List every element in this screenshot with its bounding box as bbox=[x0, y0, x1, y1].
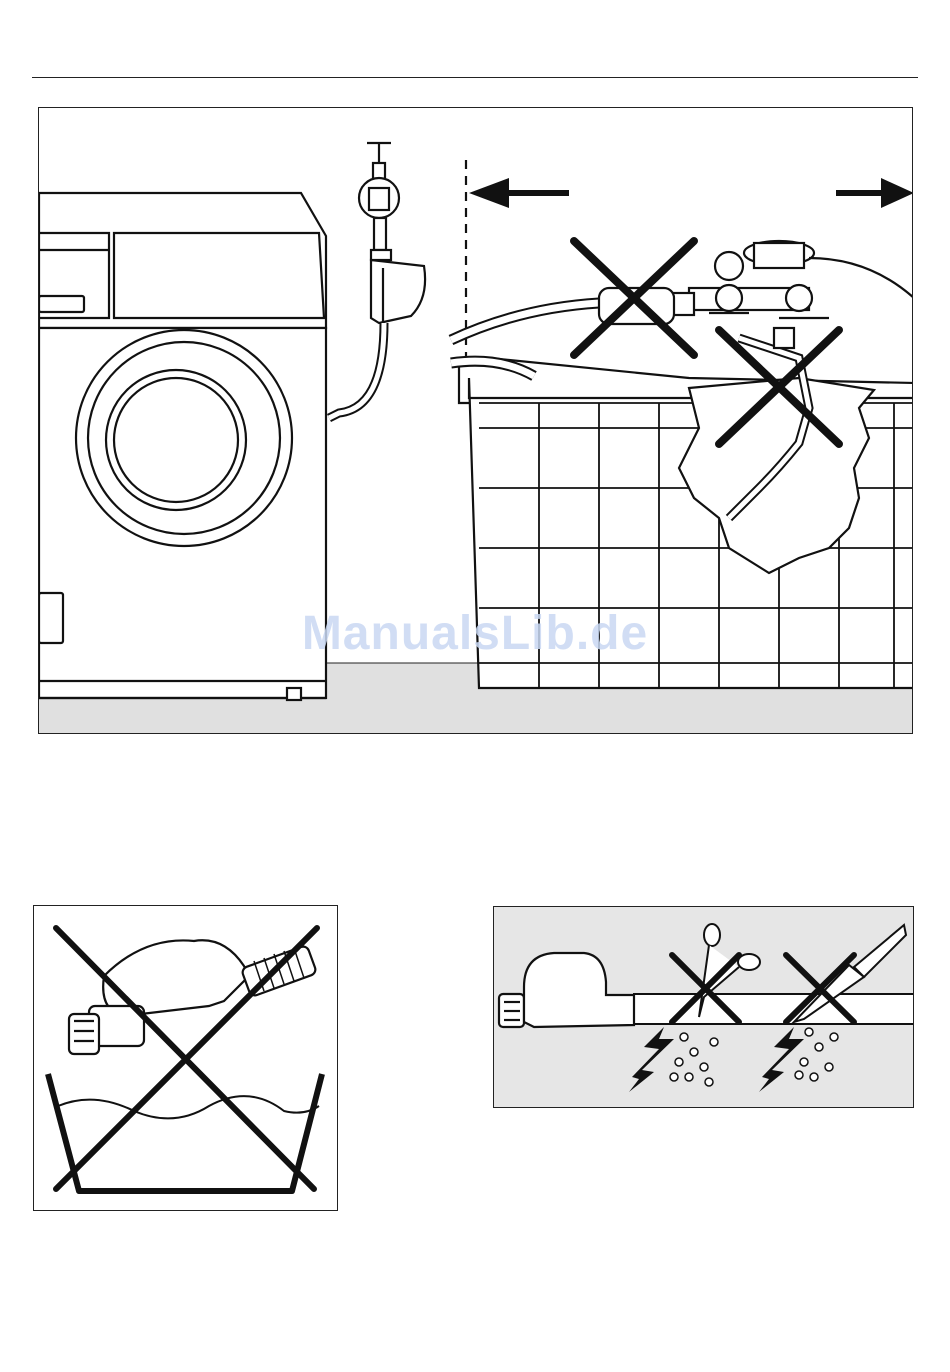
arrow-left-icon bbox=[469, 178, 569, 208]
water-drops bbox=[670, 1028, 838, 1086]
installation-illustration bbox=[38, 107, 913, 734]
hose-cut-warning-illustration bbox=[494, 907, 914, 1108]
water-surface bbox=[58, 1096, 319, 1118]
aquastop-valve bbox=[69, 940, 317, 1054]
aquastop-valve bbox=[499, 953, 634, 1027]
wall-tap bbox=[359, 143, 425, 338]
bucket bbox=[48, 1074, 322, 1191]
bath-mixer-tap bbox=[599, 241, 913, 348]
do-not-cut-hose-illustration bbox=[493, 906, 914, 1108]
aquastop-bucket-illustration bbox=[34, 906, 338, 1211]
hose-on-rim bbox=[451, 303, 599, 340]
inlet-hose bbox=[329, 323, 384, 418]
arrow-right-icon bbox=[836, 178, 913, 208]
header-rule bbox=[32, 77, 918, 78]
washing-machine bbox=[39, 193, 326, 700]
washing-machine-bath-illustration bbox=[39, 108, 913, 734]
lightning-arrow-icon bbox=[629, 1027, 804, 1092]
do-not-submerge-illustration bbox=[33, 905, 338, 1211]
